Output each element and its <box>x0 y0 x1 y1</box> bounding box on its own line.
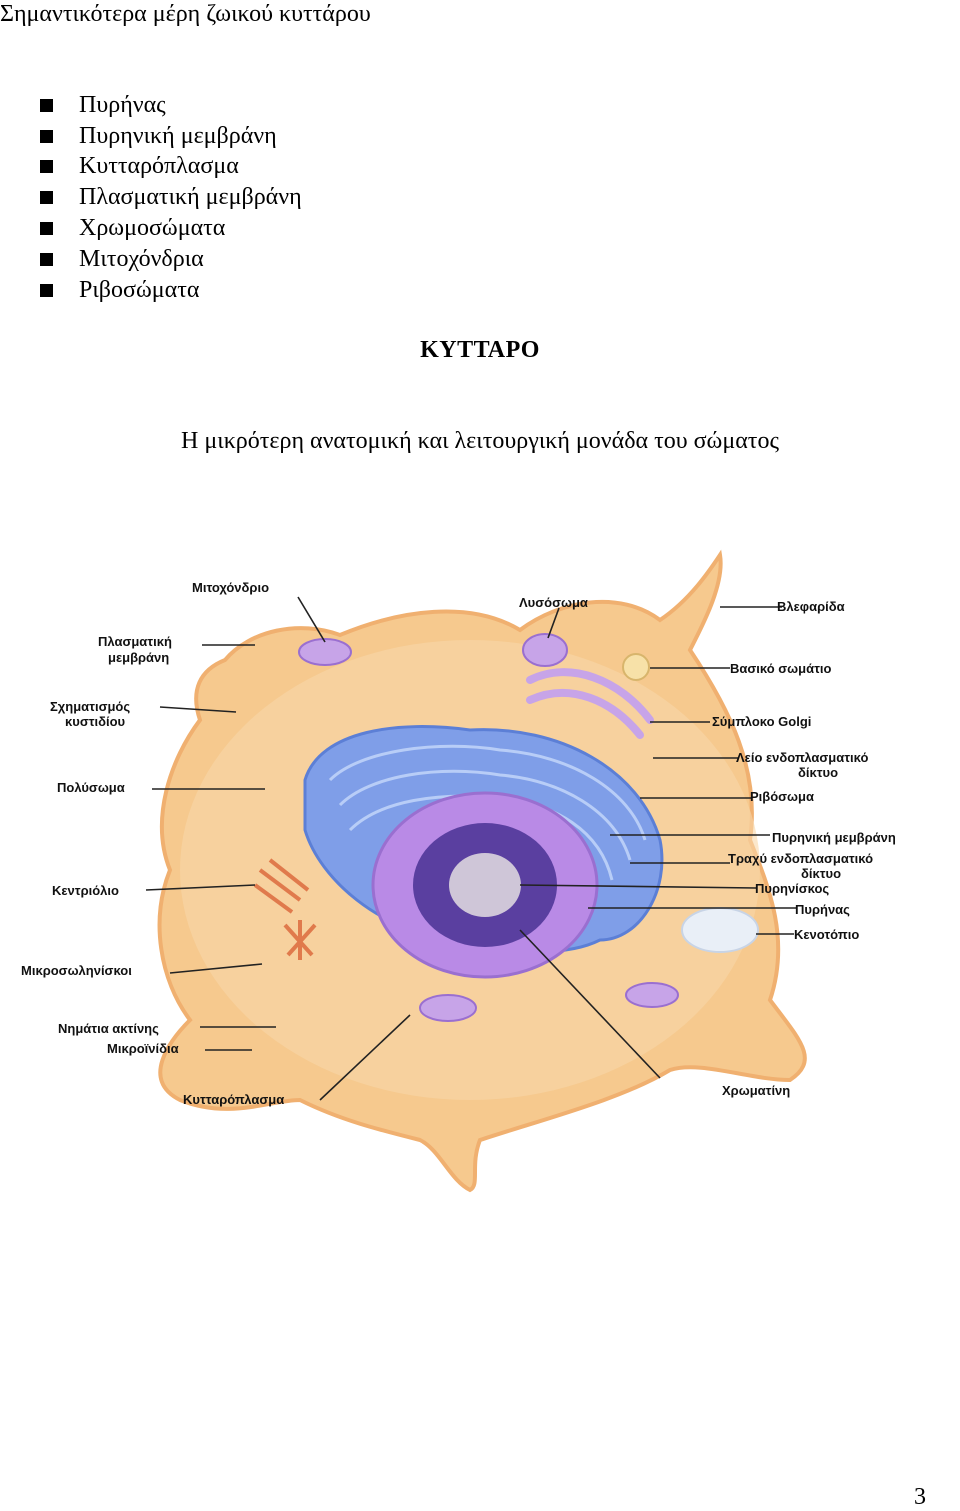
label-nucleus: Πυρήνας <box>795 902 850 917</box>
square-bullet-icon <box>40 191 53 204</box>
label-vesicle-formation: Σχηματισμός <box>50 699 130 714</box>
square-bullet-icon <box>40 160 53 173</box>
section-title: ΚΥΤΤΑΡΟ <box>0 337 960 364</box>
mitochondrion-shape <box>420 995 476 1021</box>
label-smooth-er-2: δίκτυο <box>798 765 838 780</box>
label-vacuole: Κενοτόπιο <box>794 927 859 942</box>
list-item-label: Ριβοσώματα <box>79 277 199 304</box>
label-actin-filaments: Νημάτια ακτίνης <box>58 1021 159 1036</box>
list-item-label: Πυρήνας <box>79 92 166 119</box>
label-rough-er-2: δίκτυο <box>801 866 841 881</box>
square-bullet-icon <box>40 253 53 266</box>
cell-diagram-svg: Μιτοχόνδριο Λυσόσωμα Βλεφαρίδα Πλασματικ… <box>0 540 960 1200</box>
label-plasma-membrane: Πλασματική <box>98 634 172 649</box>
label-microfibrils: Μικροϊνίδια <box>107 1041 179 1056</box>
label-nuclear-membrane: Πυρηνική μεμβράνη <box>772 830 896 845</box>
list-item: Πυρηνική μεμβράνη <box>40 121 302 152</box>
label-centriole: Κεντριόλιο <box>52 883 119 898</box>
label-basal-body: Βασικό σωμάτιο <box>730 661 831 676</box>
lysosome-shape <box>523 634 567 666</box>
label-microtubules: Μικροσωληνίσκοι <box>21 963 132 978</box>
list-item: Κυτταρόπλασμα <box>40 152 302 183</box>
label-golgi: Σύμπλοκο Golgi <box>712 714 811 729</box>
label-polysome: Πολύσωμα <box>57 780 125 795</box>
square-bullet-icon <box>40 284 53 297</box>
label-plasma-membrane-2: μεμβράνη <box>108 650 169 665</box>
list-item: Ριβοσώματα <box>40 275 302 306</box>
page-heading: Σημαντικότερα μέρη ζωικού κυττάρου <box>0 0 371 28</box>
nucleolus-shape <box>449 853 521 917</box>
label-ribosome: Ριβόσωμα <box>750 789 814 804</box>
cell-diagram: Μιτοχόνδριο Λυσόσωμα Βλεφαρίδα Πλασματικ… <box>0 540 960 1200</box>
square-bullet-icon <box>40 99 53 112</box>
label-mitochondrion: Μιτοχόνδριο <box>192 580 269 595</box>
label-vesicle-formation-2: κυστιδίου <box>65 714 126 729</box>
mitochondrion-shape <box>626 983 678 1007</box>
label-cilium: Βλεφαρίδα <box>777 599 845 614</box>
list-item-label: Πυρηνική μεμβράνη <box>79 123 277 150</box>
label-smooth-er: Λείο ενδοπλασματικό <box>736 750 868 765</box>
label-chromatin: Χρωματίνη <box>722 1083 790 1098</box>
list-item-label: Χρωμοσώματα <box>79 215 225 242</box>
label-rough-er: Τραχύ ενδοπλασματικό <box>728 851 873 866</box>
label-lysosome: Λυσόσωμα <box>519 595 588 610</box>
cell-parts-list: Πυρήνας Πυρηνική μεμβράνη Κυτταρόπλασμα … <box>40 90 302 306</box>
square-bullet-icon <box>40 130 53 143</box>
page-number: 3 <box>914 1484 926 1511</box>
list-item: Χρωμοσώματα <box>40 213 302 244</box>
list-item-label: Μιτοχόνδρια <box>79 246 204 273</box>
list-item: Πυρήνας <box>40 90 302 121</box>
section-subtitle: Η μικρότερη ανατομική και λειτουργική μο… <box>0 428 960 455</box>
square-bullet-icon <box>40 222 53 235</box>
list-item: Πλασματική μεμβράνη <box>40 182 302 213</box>
basal-body-shape <box>623 654 649 680</box>
vacuole-shape <box>682 908 758 952</box>
mitochondrion-shape <box>299 639 351 665</box>
label-nucleolus: Πυρηνίσκος <box>755 881 829 896</box>
list-item: Μιτοχόνδρια <box>40 244 302 275</box>
list-item-label: Πλασματική μεμβράνη <box>79 184 302 211</box>
label-cytoplasm: Κυτταρόπλασμα <box>183 1092 284 1107</box>
list-item-label: Κυτταρόπλασμα <box>79 153 239 180</box>
